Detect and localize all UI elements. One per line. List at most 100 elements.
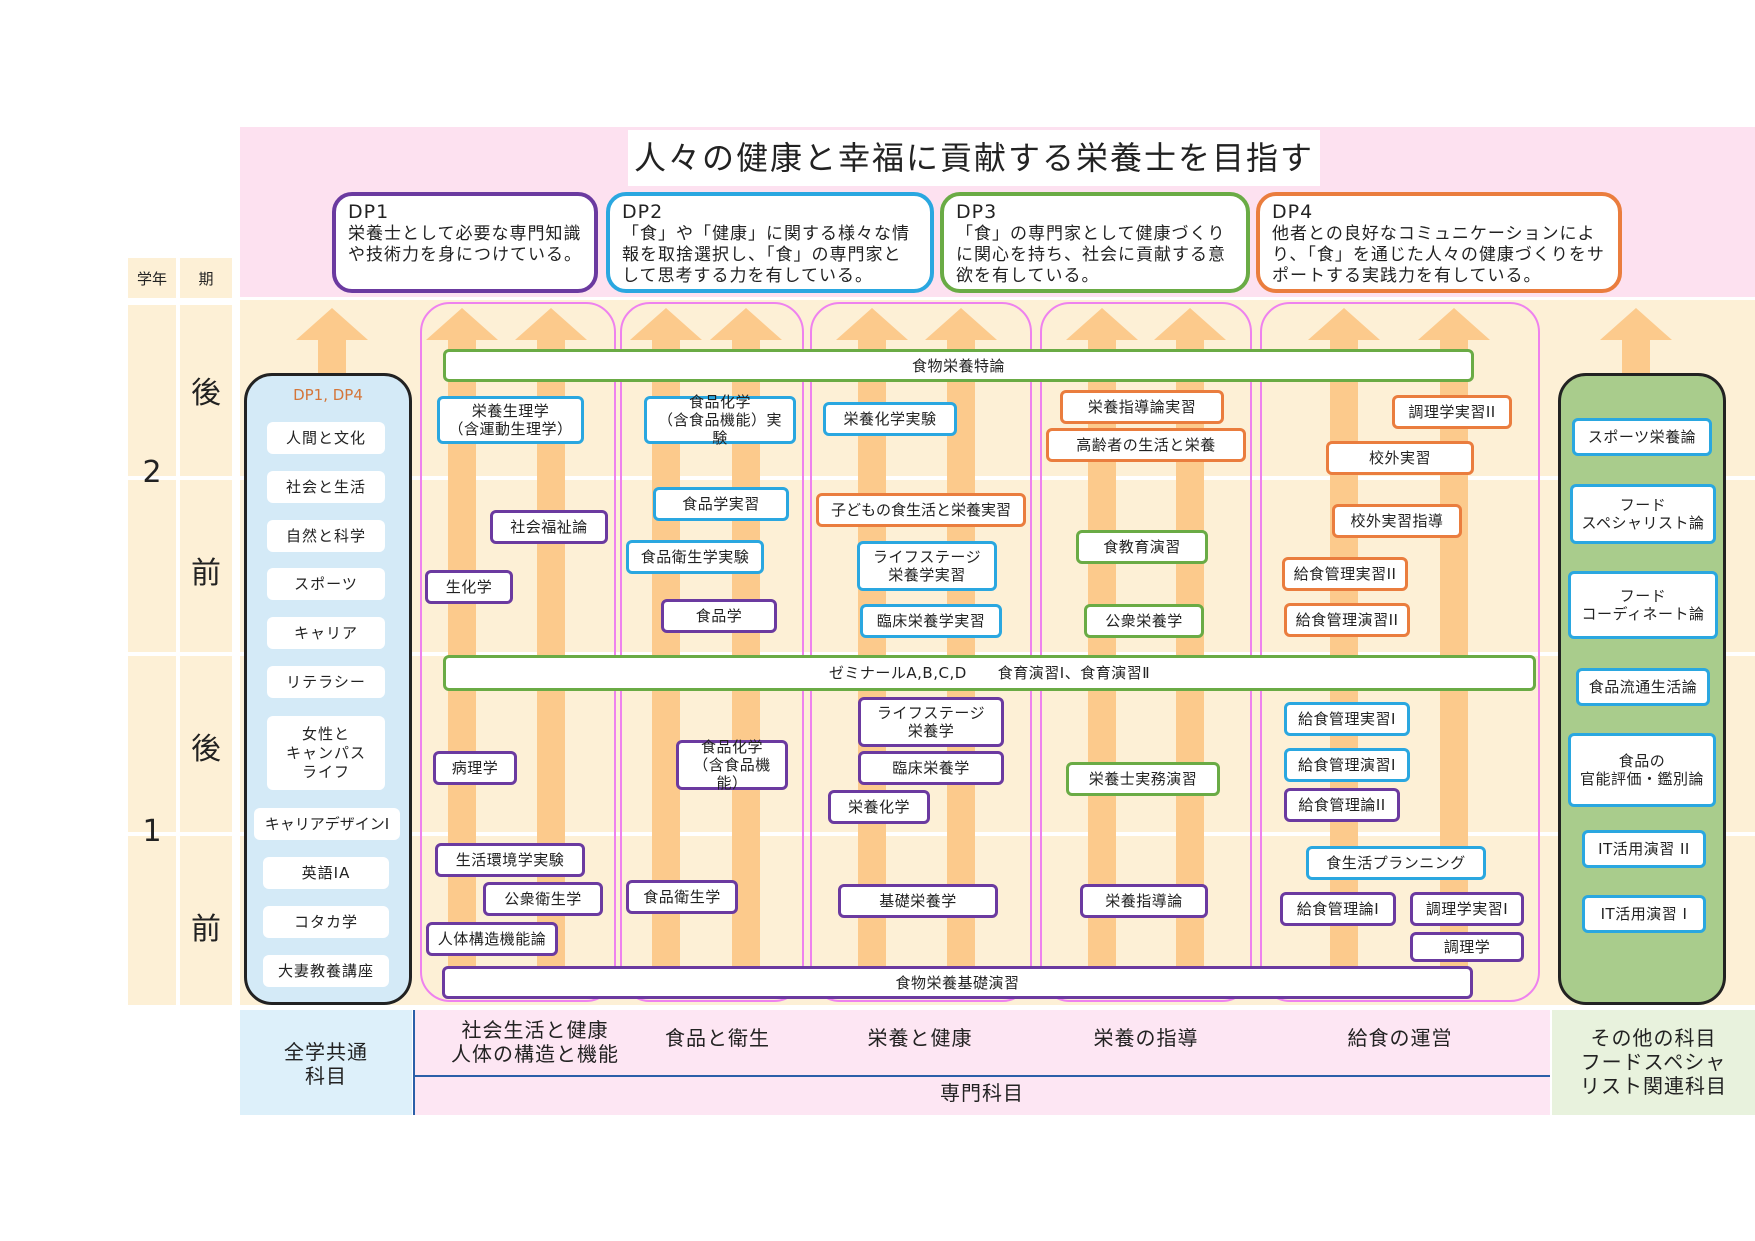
course-shokuhin-eiseigaku: 食品衛生学 <box>626 880 738 914</box>
course-kyushoku-jisshu1: 給食管理実習I <box>1284 702 1410 736</box>
course-seminar: ゼミナールA,B,C,D 食育演習Ⅰ、食育演習Ⅱ <box>443 655 1536 691</box>
general-item: 英語IA <box>263 857 389 889</box>
label-category-nutrition: 栄養と健康 <box>867 1026 973 1050</box>
course-shokumotsu-tokuron: 食物栄養特論 <box>443 349 1474 382</box>
label-category-body: 社会生活と健康 人体の構造と機能 <box>451 1018 619 1066</box>
course-koreisha: 高齢者の生活と栄養 <box>1046 428 1246 462</box>
row-divider <box>128 832 1755 836</box>
course-jintai-kozo: 人体構造機能論 <box>426 922 558 956</box>
course-kogai-jisshu: 校外実習 <box>1326 441 1474 475</box>
dp3-text: 「食」の専門家として健康づくりに関心を持ち、社会に貢献する意欲を有している。 <box>956 224 1226 286</box>
course-rinsho-jisshu: 臨床栄養学実習 <box>860 604 1002 638</box>
course-shokuseikatsu: 食生活プランニング <box>1306 846 1486 880</box>
term-y1-late: 後 <box>191 732 221 767</box>
course-kiso-enshu: 食物栄養基礎演習 <box>442 966 1473 999</box>
course-kyushoku-ron1: 給食管理論I <box>1280 892 1396 926</box>
bottom-vdivider <box>413 1010 415 1115</box>
label-other: その他の科目 フードスペシャ リスト関連科目 <box>1580 1026 1727 1098</box>
course-kyushoku-ron2: 給食管理論II <box>1284 788 1400 822</box>
term-y1-early: 前 <box>191 912 221 947</box>
dp2-label: DP2 <box>622 201 664 223</box>
dp2-box: DP2 「食」や「健康」に関する様々な情報を取捨選択し、「食」の専門家として思考… <box>606 192 934 293</box>
other-item: IT活用演習 II <box>1582 830 1706 868</box>
course-eiyo-kagaku: 栄養化学 <box>828 790 930 824</box>
course-koshu-eiyo: 公衆栄養学 <box>1084 604 1204 638</box>
course-lifestage-jisshu: ライフステージ 栄養学実習 <box>857 541 997 591</box>
other-item: 食品流通生活論 <box>1576 668 1710 706</box>
course-shokuhin-kagaku-jikken: 食品化学 （含食品機能）実験 <box>644 393 796 447</box>
other-item: フード コーディネート論 <box>1568 571 1718 639</box>
general-item: 社会と生活 <box>267 471 385 503</box>
course-shokuhingaku-jisshu: 食品学実習 <box>653 487 789 521</box>
course-shidoron: 栄養指導論 <box>1080 884 1208 918</box>
page-title: 人々の健康と幸福に貢献する栄養士を目指す <box>628 130 1320 186</box>
term-header-cell <box>180 258 232 298</box>
other-label-band <box>1552 1010 1755 1115</box>
course-shido-jisshu: 栄養指導論実習 <box>1060 390 1224 424</box>
year-header: 学年 <box>136 270 167 288</box>
year-header-cell <box>128 258 176 298</box>
general-item: リテラシー <box>267 666 385 698</box>
row-divider <box>128 476 1755 480</box>
term-y2-late: 後 <box>191 376 221 411</box>
term-y2-early: 前 <box>191 556 221 591</box>
dp4-box: DP4 他者との良好なコミュニケーションにより、「食」を通じた人々の健康づくりを… <box>1256 192 1622 293</box>
course-shokuiku-enshu: 食教育演習 <box>1076 530 1208 564</box>
course-lifestage: ライフステージ 栄養学 <box>858 697 1004 747</box>
general-item: コタカ学 <box>263 906 389 938</box>
dp1-text: 栄養士として必要な専門知識や技術力を身につけている。 <box>348 224 582 265</box>
general-dp-label: DP1, DP4 <box>293 386 363 404</box>
dp1-label: DP1 <box>348 201 390 223</box>
general-item: 自然と科学 <box>267 520 385 552</box>
course-kyushoku-jisshu2: 給食管理実習II <box>1282 557 1408 591</box>
other-item: フード スペシャリスト論 <box>1570 484 1716 544</box>
general-item: 人間と文化 <box>267 422 385 454</box>
course-chori-jisshu1: 調理学実習I <box>1410 892 1524 926</box>
general-item: キャリアデザインⅠ <box>254 808 400 840</box>
general-item: キャリア <box>267 617 385 649</box>
course-shakai-fukushi: 社会福祉論 <box>490 510 608 544</box>
course-eiyo-kagaku-jikken: 栄養化学実験 <box>823 402 957 436</box>
course-shokuhin-eisei-jikken: 食品衛生学実験 <box>626 540 764 574</box>
course-koshu-eisei: 公衆衛生学 <box>483 882 603 916</box>
general-item: スポーツ <box>267 568 385 600</box>
label-general: 全学共通 科目 <box>284 1040 368 1088</box>
label-category-guidance: 栄養の指導 <box>1093 1026 1199 1050</box>
dp2-text: 「食」や「健康」に関する様々な情報を取捨選択し、「食」の専門家として思考する力を… <box>622 224 910 286</box>
general-label-band <box>240 1010 412 1115</box>
course-chorigaku: 調理学 <box>1410 932 1524 962</box>
course-kyushoku-enshu1: 給食管理演習I <box>1284 748 1410 782</box>
column-frame-foodservice <box>1260 302 1540 1002</box>
course-rinsho: 臨床栄養学 <box>858 751 1004 785</box>
bottom-divider <box>414 1075 1550 1077</box>
course-shokuhingaku: 食品学 <box>661 599 777 633</box>
course-kogai-shido: 校外実習指導 <box>1332 504 1462 538</box>
column-frame-guidance <box>1040 302 1252 1002</box>
general-item: 大妻教養講座 <box>263 955 389 987</box>
course-seikatsu-kankyo: 生活環境学実験 <box>435 843 585 877</box>
dp4-text: 他者との良好なコミュニケーションにより、「食」を通じた人々の健康づくりをサポート… <box>1272 224 1605 286</box>
course-byorigaku: 病理学 <box>433 751 517 785</box>
row-divider <box>128 652 1755 656</box>
dp1-box: DP1 栄養士として必要な専門知識や技術力を身につけている。 <box>332 192 598 293</box>
label-category-food: 食品と衛生 <box>665 1026 770 1050</box>
senmon-label-band <box>414 1010 1550 1115</box>
label-senmon: 専門科目 <box>940 1081 1024 1105</box>
course-jitsumu-enshu: 栄養士実務演習 <box>1066 762 1220 796</box>
column-frame-food <box>620 302 804 1002</box>
course-kiso-eiyo: 基礎栄養学 <box>838 884 998 918</box>
dp3-box: DP3 「食」の専門家として健康づくりに関心を持ち、社会に貢献する意欲を有してい… <box>940 192 1250 293</box>
other-item: IT活用演習 I <box>1582 895 1706 933</box>
dp4-label: DP4 <box>1272 201 1314 223</box>
other-item: 食品の 官能評価・鑑別論 <box>1568 733 1716 807</box>
dp3-label: DP3 <box>956 201 998 223</box>
course-shokuhin-kagaku: 食品化学 （含食品機能） <box>676 738 788 792</box>
label-category-foodservice: 給食の運営 <box>1347 1026 1453 1050</box>
year-1-label: 1 <box>142 814 162 849</box>
column-frame-nutrition <box>810 302 1032 1002</box>
column-frame-body <box>420 302 616 1002</box>
other-item: スポーツ栄養論 <box>1572 418 1712 456</box>
course-seikagaku: 生化学 <box>425 570 513 604</box>
term-header: 期 <box>198 270 214 288</box>
course-kyushoku-enshu2: 給食管理演習II <box>1284 603 1410 637</box>
